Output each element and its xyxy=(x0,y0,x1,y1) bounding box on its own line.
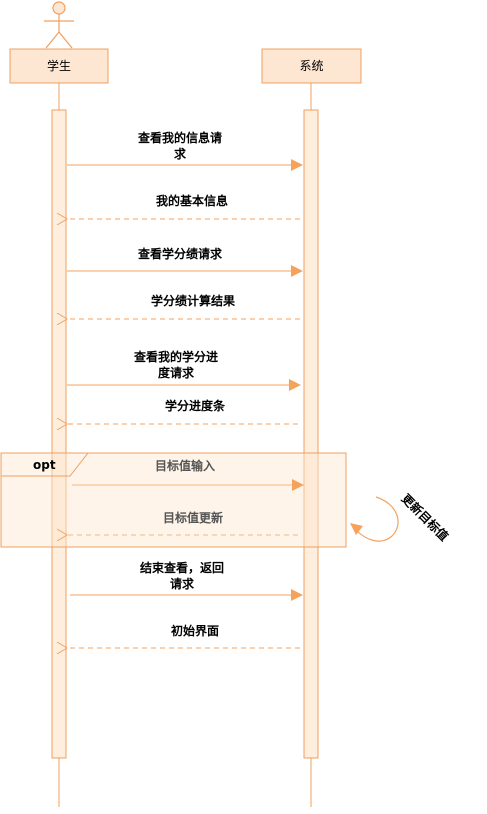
message-label-1: 查看我的信息请 求 xyxy=(137,131,222,161)
self-message-arrow xyxy=(350,496,399,542)
message-label-10: 初始界面 xyxy=(170,624,219,638)
participant-system-label: 系统 xyxy=(299,59,324,73)
participant-student-label: 学生 xyxy=(46,59,71,73)
actor-student-icon xyxy=(44,1,74,49)
activation-student xyxy=(51,109,67,759)
message-label-9: 结束查看，返回 请求 xyxy=(139,561,224,591)
activation-system xyxy=(303,109,319,759)
opt-fragment-label: opt xyxy=(33,458,56,472)
message-label-6: 学分进度条 xyxy=(164,399,225,413)
message-label-3: 查看学分绩请求 xyxy=(137,247,222,261)
participant-student-box xyxy=(9,48,109,84)
message-label-8: 目标值更新 xyxy=(162,511,223,525)
message-label-2: 我的基本信息 xyxy=(155,194,228,208)
message-label-7: 目标值输入 xyxy=(154,459,215,473)
message-label-5: 查看我的学分进 度请求 xyxy=(133,350,218,380)
message-label-4: 学分绩计算结果 xyxy=(150,294,235,308)
participant-system-box xyxy=(261,48,362,84)
